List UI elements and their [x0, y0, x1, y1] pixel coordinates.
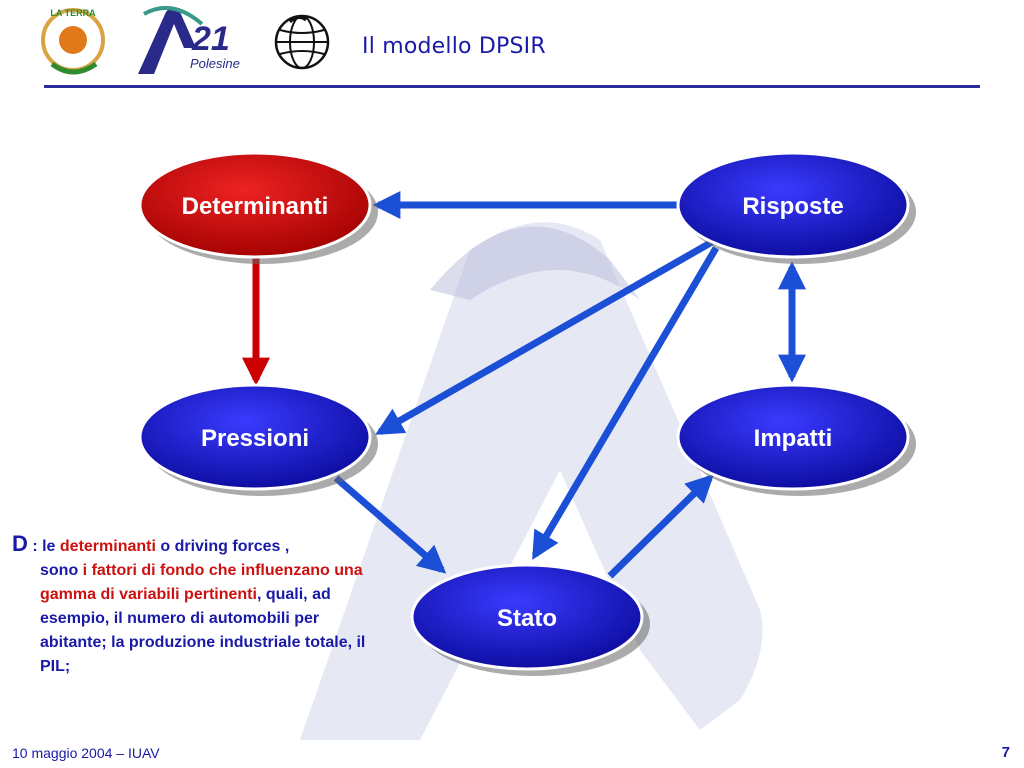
node-pressioni: Pressioni: [138, 383, 372, 491]
a21-sub: Polesine: [190, 56, 240, 71]
node-impatti-label: Impatti: [754, 425, 833, 452]
laterra-logo-text: LA TERRA: [50, 8, 96, 18]
node-determinanti: Determinanti: [138, 151, 372, 259]
edge-risposte-pressioni: [375, 238, 714, 436]
edge-pressioni-stato: [333, 475, 447, 574]
desc-body: sono i fattori di fondo che influenzano …: [12, 559, 368, 679]
slide-title: Il modello DPSIR: [362, 34, 546, 59]
desc-part-4: sono: [40, 562, 83, 579]
page-number: 7: [1001, 744, 1010, 761]
footer-date: 10 maggio 2004 – IUAV: [12, 745, 160, 761]
desc-part-5: i fattori di fondo che influenzano una g…: [40, 562, 363, 603]
node-stato-label: Stato: [497, 605, 557, 632]
desc-part-6: , quali, ad esempio, il numero di automo…: [40, 586, 366, 675]
edge-stato-impatti: [607, 474, 714, 579]
node-determinanti-label: Determinanti: [182, 193, 329, 220]
desc-part-2: determinanti: [59, 538, 156, 555]
node-risposte-label: Risposte: [742, 193, 843, 220]
laterra-logo: LA TERRA: [41, 8, 105, 75]
node-stato: Stato: [410, 563, 644, 671]
desc-letter: D: [12, 531, 28, 556]
desc-part-3: o driving forces ,: [155, 538, 290, 555]
desc-part-1: : le: [27, 538, 60, 555]
edge-risposte-stato: [531, 246, 720, 560]
description-text: D : le determinanti o driving forces , s…: [12, 532, 368, 679]
a21-number: 21: [191, 20, 230, 58]
a21-polesine-logo: 21 Polesine: [138, 6, 240, 74]
node-risposte: Risposte: [676, 151, 910, 259]
header-rule: [44, 85, 980, 88]
node-impatti: Impatti: [676, 383, 910, 491]
node-pressioni-label: Pressioni: [201, 425, 309, 452]
globe-logo: [274, 14, 330, 70]
